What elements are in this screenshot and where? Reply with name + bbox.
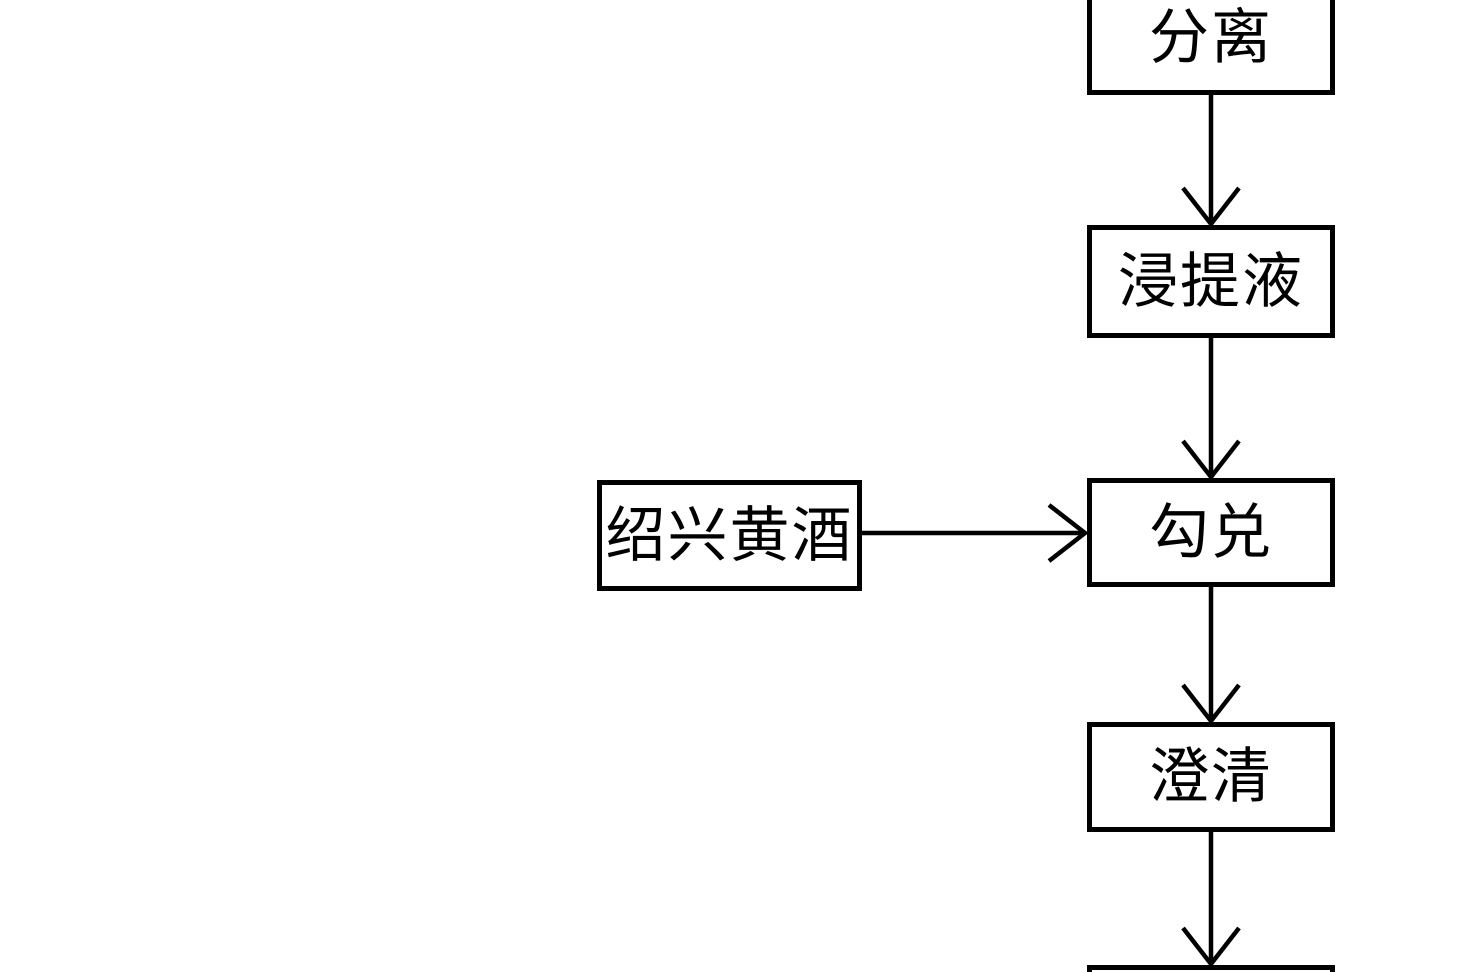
node-shaoxing-yellow-wine-label: 绍兴黄酒 <box>605 500 854 571</box>
arrow-extract-to-blending <box>1181 338 1241 481</box>
node-extract-liquid: 浸提液 <box>1087 225 1335 338</box>
arrowhead-down-icon <box>1181 439 1241 481</box>
node-clarification: 澄清 <box>1087 722 1335 832</box>
arrow-separation-to-extract <box>1181 95 1241 228</box>
node-separation-label: 分离 <box>1149 2 1273 73</box>
arrowhead-down-icon <box>1181 926 1241 968</box>
arrowhead-right-icon <box>1047 503 1089 563</box>
node-next-step-clipped <box>1087 965 1335 972</box>
arrow-clarification-to-next <box>1181 832 1241 968</box>
arrow-blending-to-clarification <box>1181 587 1241 725</box>
node-shaoxing-yellow-wine: 绍兴黄酒 <box>597 480 862 591</box>
node-separation: 分离 <box>1087 0 1335 95</box>
node-blending-label: 勾兑 <box>1149 497 1273 568</box>
node-extract-liquid-label: 浸提液 <box>1118 246 1304 317</box>
node-clarification-label: 澄清 <box>1149 742 1273 812</box>
arrowhead-down-icon <box>1181 186 1241 228</box>
node-blending: 勾兑 <box>1087 478 1335 587</box>
arrow-shaoxing-to-blending <box>862 503 1089 563</box>
arrowhead-down-icon <box>1181 683 1241 725</box>
